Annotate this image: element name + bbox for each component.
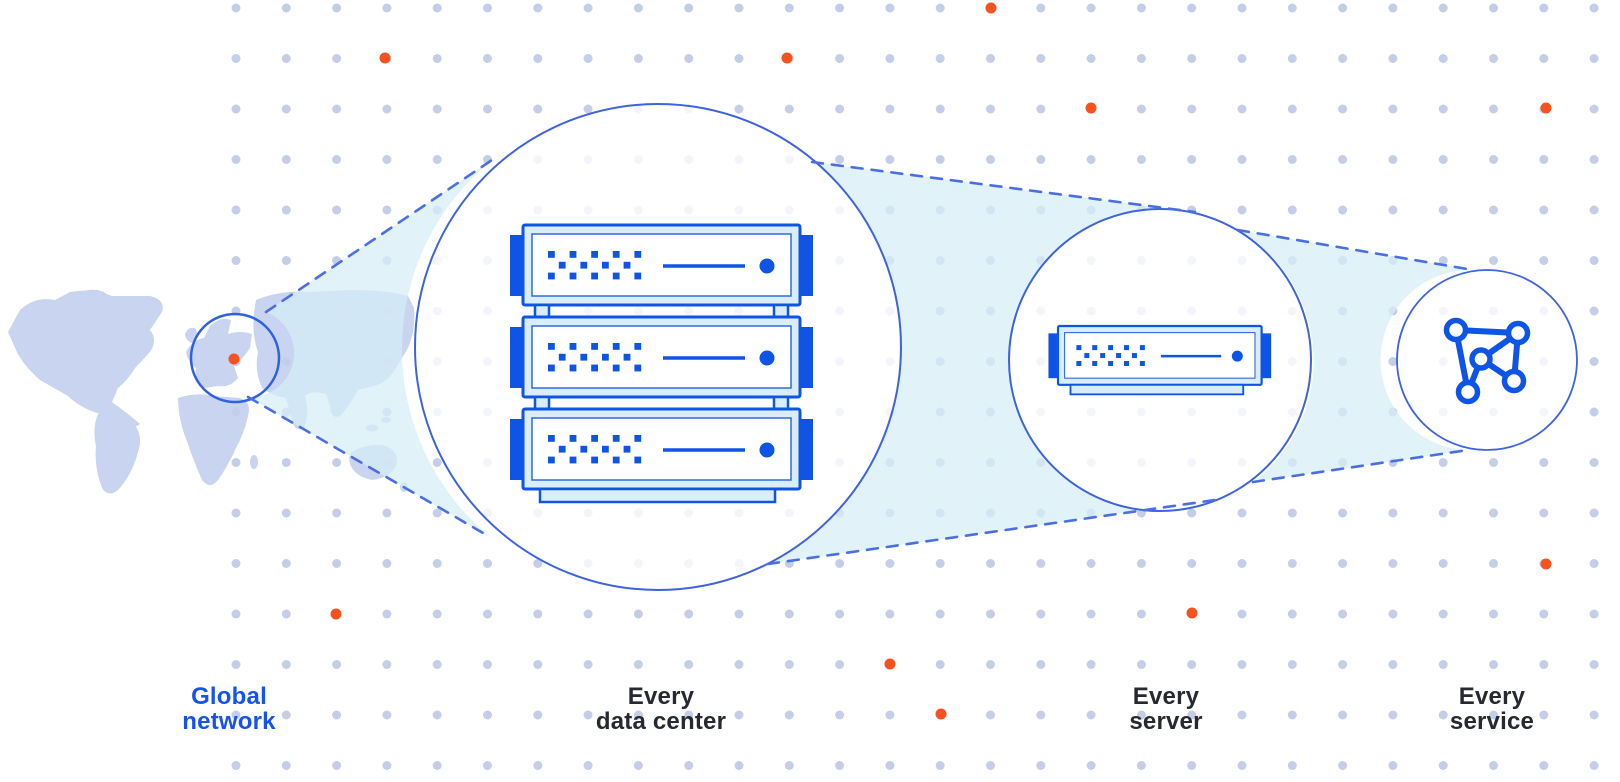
zoom-cones (248, 160, 1473, 564)
continent-south-america (94, 413, 140, 494)
continent-north-america (8, 290, 163, 428)
accent-dot (1186, 607, 1198, 619)
label-line: server (1129, 708, 1203, 735)
server-icon (1048, 326, 1271, 385)
accent-dots (330, 2, 1552, 720)
map-highlight-circle (189, 312, 281, 404)
accent-dot (379, 52, 391, 64)
zoom-dashed-lines (246, 158, 1475, 566)
accent-dot (1085, 102, 1097, 114)
server-stand (538, 487, 777, 504)
label-line: data center (595, 708, 727, 735)
accent-dot (1540, 558, 1552, 570)
continent-africa (178, 394, 249, 485)
label-line: service (1449, 708, 1535, 735)
label-line: Global (191, 683, 267, 710)
island-madagascar (250, 455, 258, 469)
label-line: network (182, 708, 276, 735)
label-every-data-center: Every data center (531, 684, 791, 734)
single-server-illustration (1048, 326, 1271, 396)
zoom-cone-datacenter-to-server (768, 162, 1215, 564)
data-center-illustration (510, 225, 813, 504)
zoom-cone-server-to-service (1238, 230, 1473, 482)
island-greenland (72, 289, 110, 315)
accent-dot (935, 708, 947, 720)
accent-dot (884, 658, 896, 670)
label-line: Every (1132, 683, 1200, 710)
server-stand (1069, 383, 1245, 396)
accent-dot (330, 608, 342, 620)
accent-dot (985, 2, 997, 14)
zoom-cone-map-to-datacenter (248, 160, 492, 537)
label-every-server: Every server (1036, 684, 1296, 734)
location-marker-dot (228, 353, 240, 365)
server-rack-unit-icon (510, 225, 813, 305)
server-rack-unit-icon (510, 409, 813, 489)
accent-dot (781, 52, 793, 64)
server-rack-unit-icon (510, 317, 813, 397)
label-line: Every (627, 683, 695, 710)
label-line: Every (1458, 683, 1526, 710)
accent-dot (1540, 102, 1552, 114)
label-global-network: Global network (99, 684, 359, 734)
continent-europe (186, 318, 252, 388)
label-every-service: Every service (1362, 684, 1620, 734)
mesh-network-icon (1443, 317, 1531, 405)
